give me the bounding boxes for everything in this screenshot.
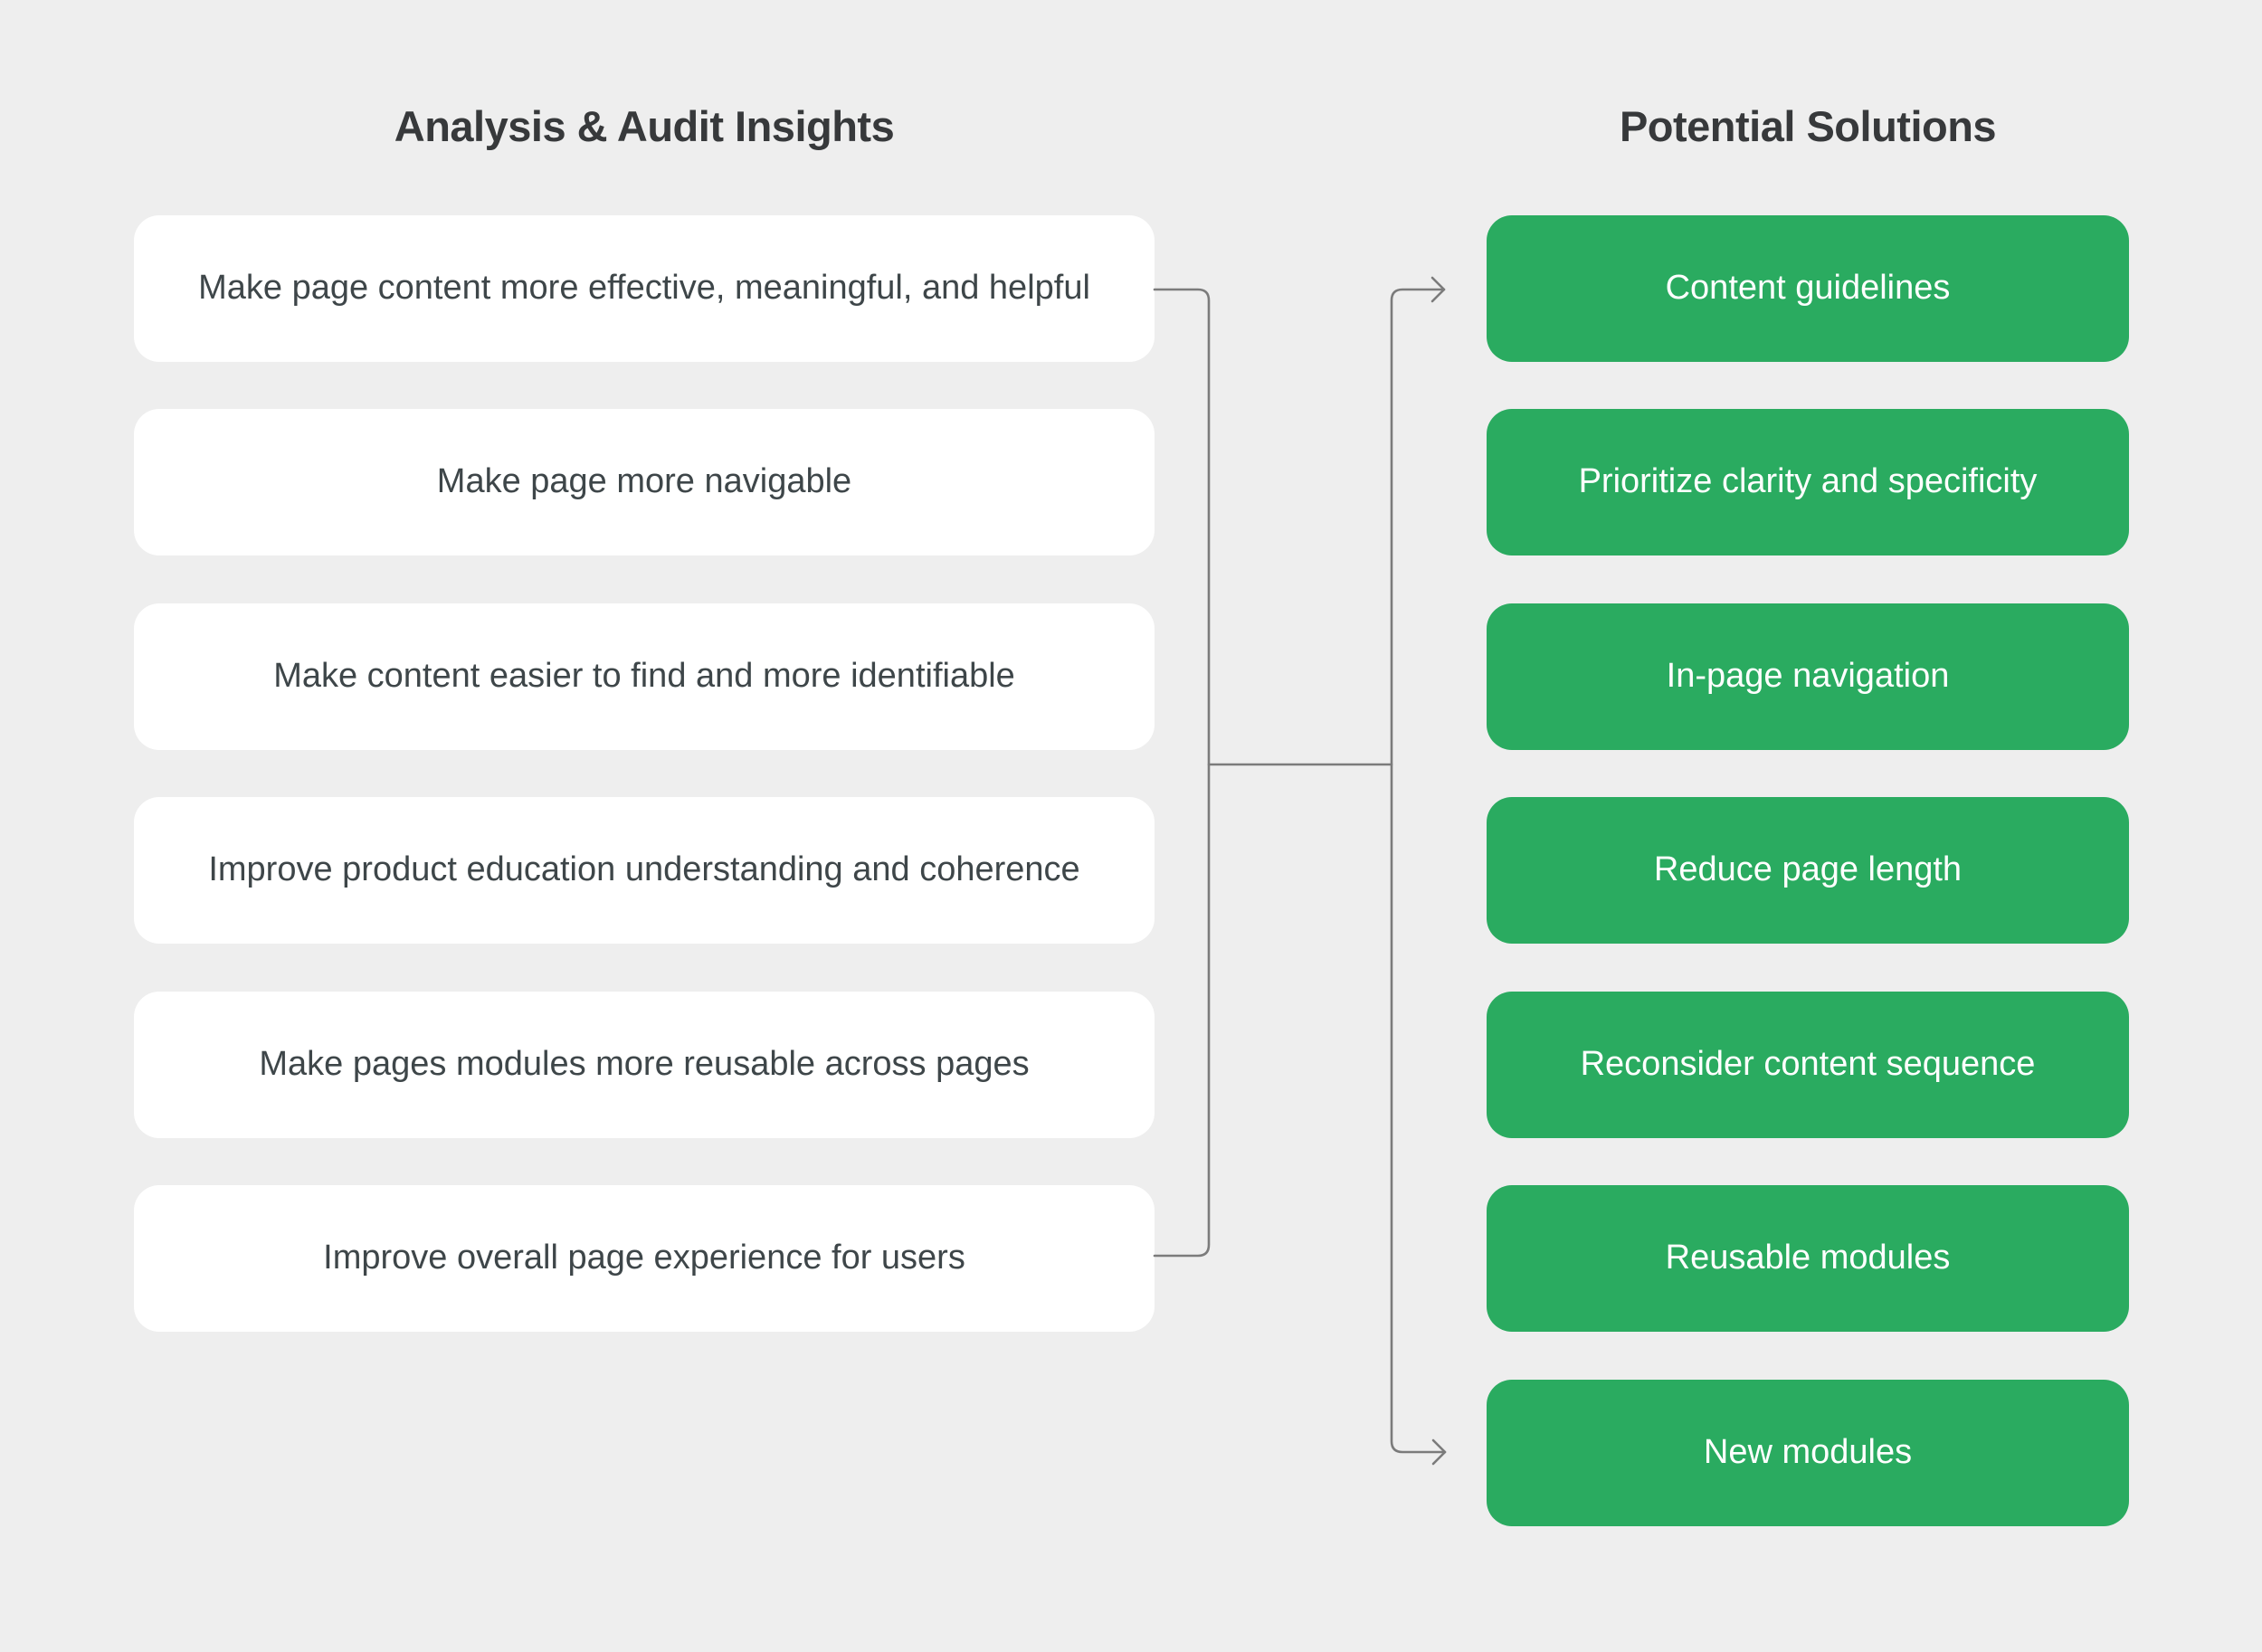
solution-card-label: New modules xyxy=(1703,1433,1913,1472)
solution-card-label: Reconsider content sequence xyxy=(1580,1045,2036,1084)
solution-card-label: Reusable modules xyxy=(1665,1239,1951,1277)
bracket-line xyxy=(1153,288,1211,1258)
insight-card: Improve product education understanding … xyxy=(134,797,1155,944)
insight-card: Make page content more effective, meanin… xyxy=(134,215,1155,362)
solution-card-label: Reduce page length xyxy=(1653,850,1963,889)
insights-column-title: Analysis & Audit Insights xyxy=(394,102,895,150)
arrowhead-bottom-icon xyxy=(1431,1438,1447,1466)
solutions-column-title: Potential Solutions xyxy=(1619,102,1997,150)
solution-card: Reduce page length xyxy=(1487,797,2129,944)
solutions-line xyxy=(1390,288,1447,1454)
insight-card-label: Make content easier to find and more ide… xyxy=(273,657,1015,696)
solution-card: New modules xyxy=(1487,1380,2129,1526)
solution-card-label: In-page navigation xyxy=(1666,657,1950,696)
insight-card: Make content easier to find and more ide… xyxy=(134,603,1155,750)
solution-card-label: Prioritize clarity and specificity xyxy=(1578,462,2038,501)
solution-card: Reconsider content sequence xyxy=(1487,992,2129,1138)
solution-card: Reusable modules xyxy=(1487,1185,2129,1332)
insight-card-label: Make pages modules more reusable across … xyxy=(259,1045,1030,1084)
solution-card: Prioritize clarity and specificity xyxy=(1487,409,2129,555)
insight-card: Improve overall page experience for user… xyxy=(134,1185,1155,1332)
insight-card: Make pages modules more reusable across … xyxy=(134,992,1155,1138)
insight-card-label: Make page more navigable xyxy=(436,462,852,501)
solution-card: Content guidelines xyxy=(1487,215,2129,362)
insight-card-label: Make page content more effective, meanin… xyxy=(198,269,1090,308)
arrowhead-top-icon xyxy=(1430,276,1446,303)
insight-card: Make page more navigable xyxy=(134,409,1155,555)
solution-card-label: Content guidelines xyxy=(1665,269,1951,308)
insight-card-label: Improve overall page experience for user… xyxy=(323,1239,965,1277)
insight-card-label: Improve product education understanding … xyxy=(208,850,1080,889)
solution-card: In-page navigation xyxy=(1487,603,2129,750)
